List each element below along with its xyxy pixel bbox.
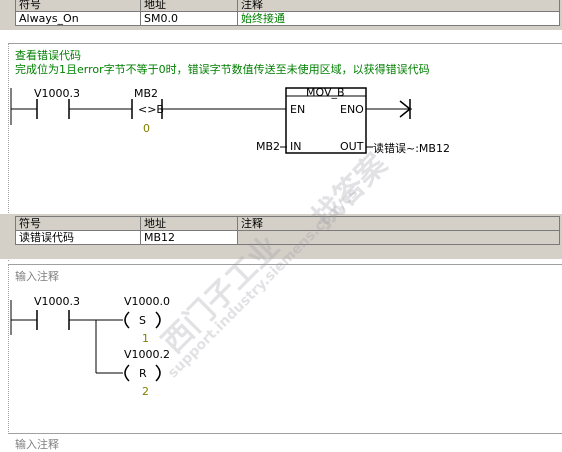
network-title[interactable]: 输入注释 — [15, 270, 59, 283]
compare-value[interactable]: 0 — [143, 122, 150, 135]
set-coil-address[interactable]: V1000.0 — [124, 295, 171, 308]
set-coil-symbol[interactable]: S — [139, 314, 146, 327]
reset-coil-left-arc — [124, 364, 130, 382]
set-coil-count[interactable]: 1 — [142, 332, 149, 345]
address-cell[interactable]: SM0.0 — [140, 11, 238, 26]
table-header-row: 符号 地址 注释 — [15, 0, 560, 12]
network-comment[interactable]: 完成位为1且error字节不等于0时，错误字节数值传送至未使用区域，以获得错误代… — [15, 63, 430, 76]
contact-v1000-3-label[interactable]: V1000.3 — [34, 87, 81, 100]
reset-coil-symbol[interactable]: R — [139, 367, 147, 380]
comment-cell[interactable] — [237, 230, 560, 245]
ladder-network-3 — [10, 300, 161, 382]
network-separator — [8, 433, 562, 434]
mov-b-in-operand[interactable]: MB2 — [256, 140, 281, 153]
network-separator — [8, 43, 562, 44]
comment-cell[interactable]: 始终接通 — [237, 11, 560, 26]
set-coil-right-arc — [155, 311, 161, 329]
symbol-cell[interactable]: 读错误代码 — [15, 230, 141, 245]
set-coil-left-arc — [124, 311, 130, 329]
table-row[interactable]: 读错误代码 MB12 — [15, 230, 560, 245]
ladder-network-2 — [10, 87, 412, 154]
column-header-symbol: 符号 — [15, 216, 141, 231]
mov-b-box — [285, 87, 367, 154]
mov-b-in-label: IN — [290, 140, 302, 153]
address-cell[interactable]: MB12 — [140, 230, 238, 245]
mov-b-out-label: OUT — [340, 140, 364, 153]
compare-operand-label[interactable]: MB2 — [134, 87, 159, 100]
mov-b-out-operand[interactable]: 读错误~:MB12 — [373, 142, 450, 155]
mov-b-eno-label: ENO — [340, 103, 364, 116]
reset-coil-count[interactable]: 2 — [142, 385, 149, 398]
network-separator — [8, 264, 562, 265]
reset-coil-right-arc — [155, 364, 161, 382]
table-row[interactable]: Always_On SM0.0 始终接通 — [15, 11, 560, 26]
network-left-border — [8, 43, 9, 261]
network-symbol-table: 符号 地址 注释 读错误代码 MB12 — [15, 216, 560, 245]
top-symbol-table: 符号 地址 注释 Always_On SM0.0 始终接通 — [15, 0, 560, 26]
contact-v1000-3-label[interactable]: V1000.3 — [34, 295, 81, 308]
mov-b-title[interactable]: MOV_B — [306, 86, 345, 99]
network-left-border — [8, 264, 9, 434]
symbol-cell[interactable]: Always_On — [15, 11, 141, 26]
reset-coil-address[interactable]: V1000.2 — [124, 348, 171, 361]
compare-operator[interactable]: <>B — [138, 103, 164, 116]
mov-b-en-label: EN — [290, 103, 306, 116]
network-title[interactable]: 输入注释 — [15, 438, 59, 451]
network-title[interactable]: 查看错误代码 — [15, 49, 81, 62]
